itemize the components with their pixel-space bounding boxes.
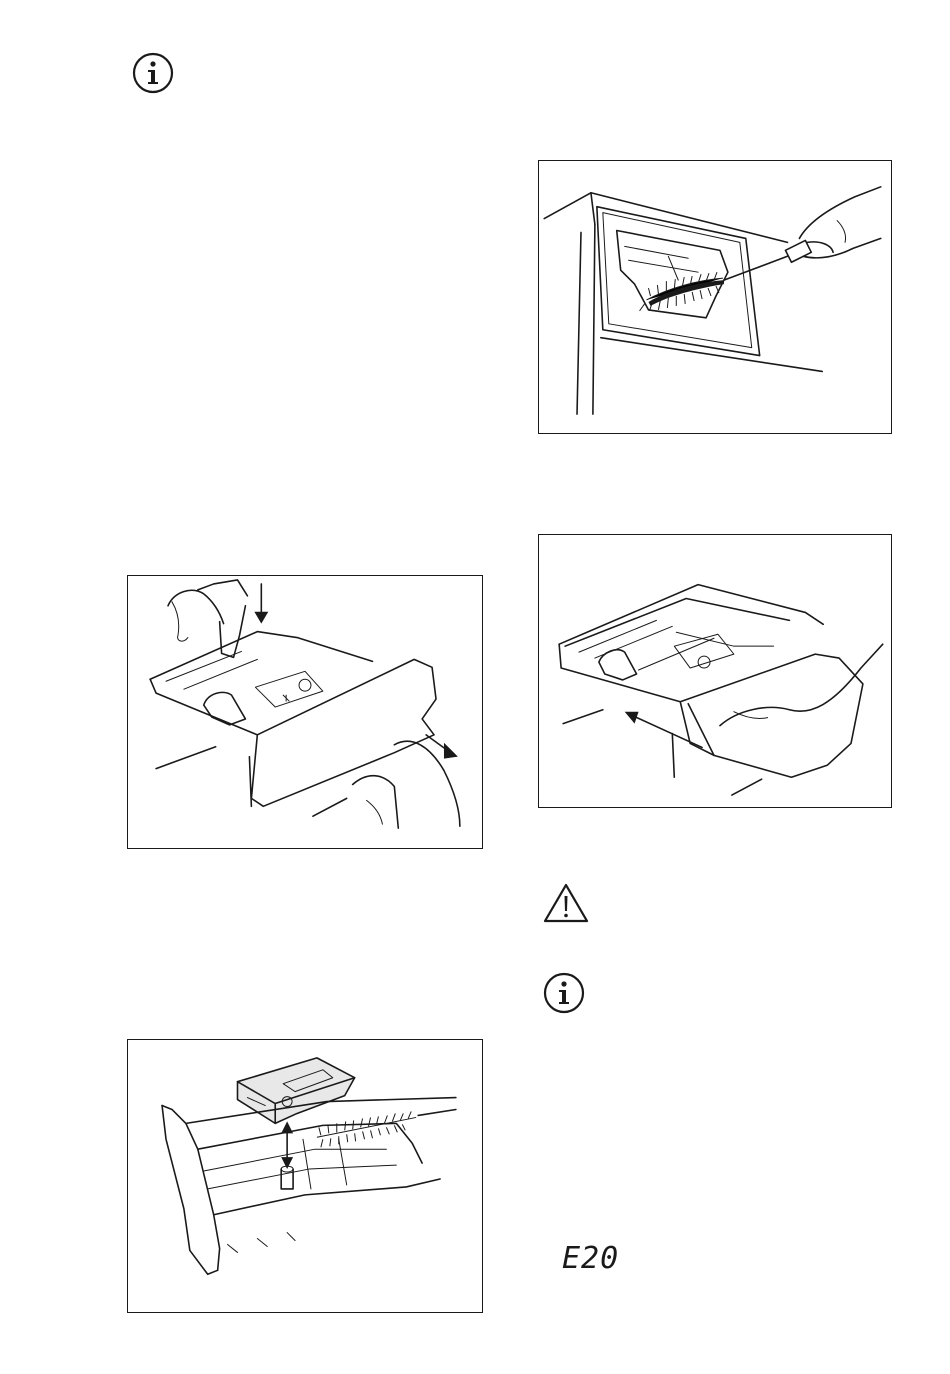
figure-pull-out-drawer — [127, 575, 483, 849]
info-icon — [132, 52, 174, 94]
warning-icon — [542, 882, 590, 924]
figure-push-drawer-in — [538, 534, 892, 808]
hand-with-brush-icon — [539, 161, 891, 433]
flap-removal-icon — [128, 1040, 482, 1312]
drawer-removal-icon — [128, 576, 482, 848]
figure-brush-cleaning — [538, 160, 892, 434]
info-icon — [543, 972, 585, 1014]
figure-remove-flap — [127, 1039, 483, 1313]
drawer-insertion-icon — [539, 535, 891, 807]
error-code-display: E20 — [562, 1244, 619, 1274]
